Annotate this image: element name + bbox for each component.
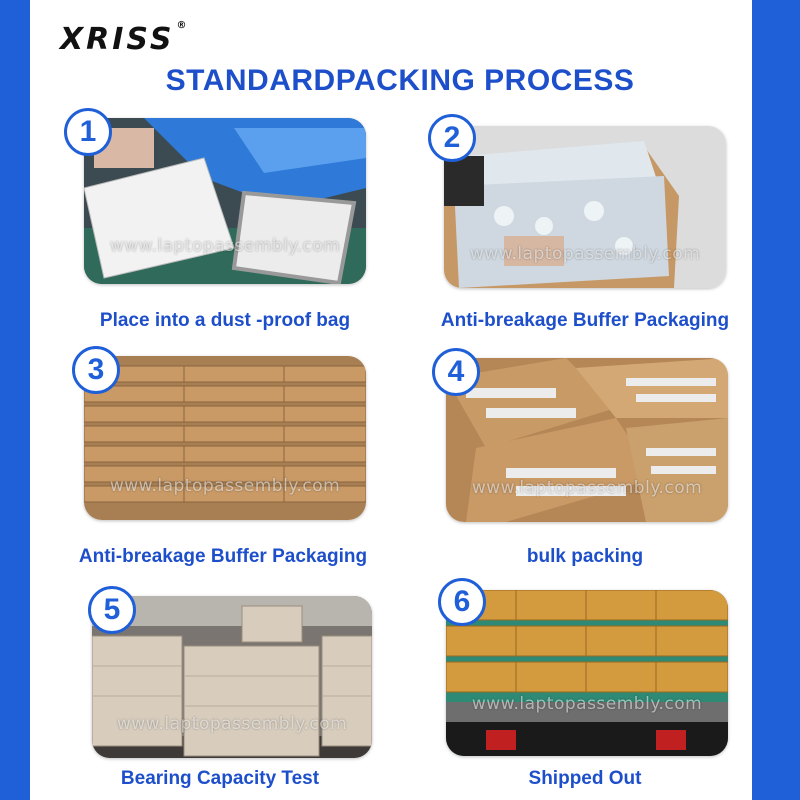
step-1-photo: www.laptopassembly.com (84, 118, 366, 284)
step-1-badge: 1 (64, 108, 112, 156)
step-6-badge: 6 (438, 578, 486, 626)
step-2-number: 2 (443, 121, 461, 154)
step-1-caption: Place into a dust -proof bag (99, 310, 351, 331)
step-6-caption: Shipped Out (528, 768, 642, 789)
watermark-3: www.laptopassembly.com (109, 476, 341, 496)
step-4-badge: 4 (432, 348, 480, 396)
step-2-badge: 2 (428, 114, 476, 162)
step-3-number: 3 (87, 353, 105, 386)
registered-mark: ® (176, 20, 187, 31)
step-6-number: 6 (453, 585, 471, 618)
watermark-4: www.laptopassembly.com (471, 478, 703, 498)
step-3-badge: 3 (72, 346, 120, 394)
step-2-photo: www.laptopassembly.com (444, 126, 726, 288)
step-6-photo: www.laptopassembly.com (446, 590, 728, 756)
watermark-6: www.laptopassembly.com (471, 694, 703, 714)
step-4-photo: www.laptopassembly.com (446, 358, 728, 522)
step-3-caption: Anti-breakage Buffer Packaging (78, 546, 368, 567)
brand-name: XRISS (60, 22, 175, 57)
brand-logo: XRISS ® (60, 20, 187, 57)
step-5-number: 5 (103, 593, 121, 626)
step-4-caption: bulk packing (526, 546, 644, 567)
step-3-photo: www.laptopassembly.com (84, 356, 366, 520)
watermark-5: www.laptopassembly.com (116, 714, 348, 734)
watermark-1: www.laptopassembly.com (109, 236, 341, 256)
page-title: STANDARDPACKING PROCESS (165, 64, 635, 97)
step-5-photo: www.laptopassembly.com (92, 596, 372, 758)
step-4-number: 4 (447, 355, 465, 388)
step-5-badge: 5 (88, 586, 136, 634)
step-1-number: 1 (79, 115, 97, 148)
step-5-caption: Bearing Capacity Test (120, 768, 320, 789)
watermark-2: www.laptopassembly.com (469, 244, 701, 264)
step-2-caption: Anti-breakage Buffer Packaging (440, 310, 730, 331)
